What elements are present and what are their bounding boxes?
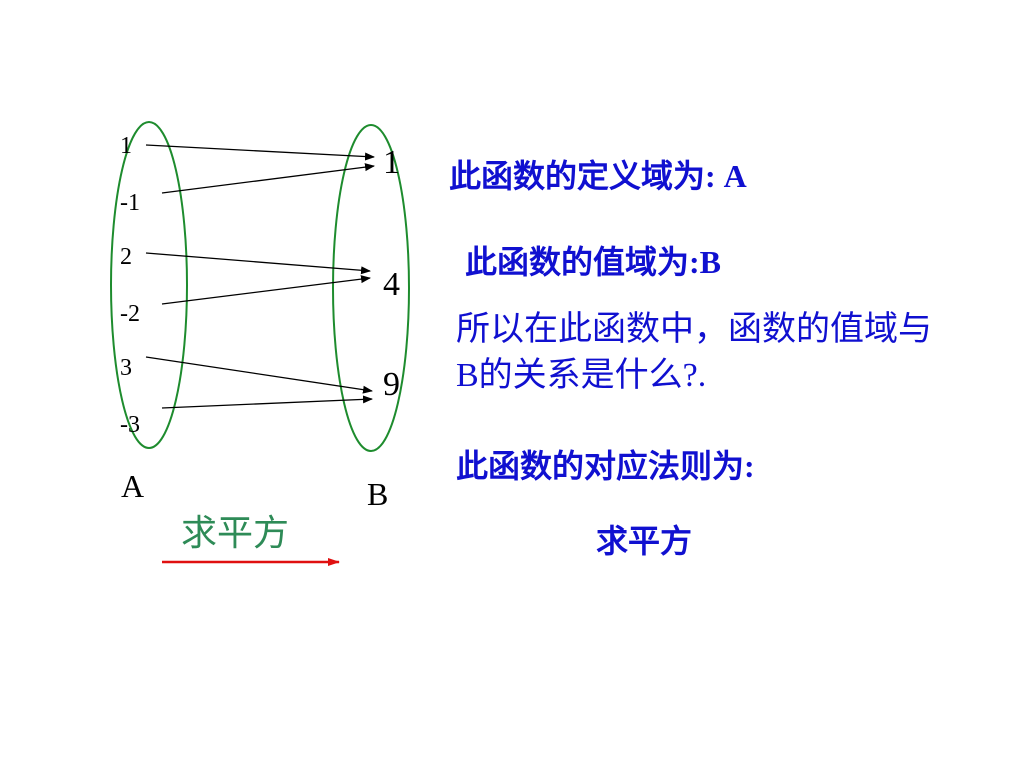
rule-value: 求平方 bbox=[596, 523, 693, 559]
domain-value-neg3: -3 bbox=[120, 412, 140, 438]
range-value-4: 4 bbox=[383, 266, 400, 303]
domain-value-neg1: -1 bbox=[120, 190, 140, 216]
range-value-1: 1 bbox=[383, 144, 400, 181]
map-arrow-neg2-to-4 bbox=[161, 275, 371, 305]
range-statement: 此函数的值域为:B bbox=[465, 244, 722, 280]
domain-value-1: 1 bbox=[120, 133, 132, 159]
mapping-rule-label: 求平方 bbox=[181, 513, 290, 554]
set-b-label: B bbox=[367, 476, 389, 512]
set-a-label: A bbox=[121, 468, 145, 504]
domain-value-2: 2 bbox=[120, 244, 132, 270]
set-b-ellipse bbox=[332, 124, 410, 452]
map-arrow-neg3-to-9 bbox=[161, 395, 373, 409]
domain-value-3: 3 bbox=[120, 355, 132, 381]
map-arrow-1-to-1 bbox=[145, 144, 375, 161]
question-line-1: 所以在此函数中，函数的值域与 bbox=[456, 311, 932, 348]
question-line-2: B的关系是什么?. bbox=[456, 357, 707, 394]
map-arrow-neg1-to-1 bbox=[161, 163, 375, 194]
map-arrow-3-to-9 bbox=[145, 356, 373, 394]
rule-statement: 此函数的对应法则为: bbox=[456, 448, 755, 484]
domain-value-neg2: -2 bbox=[120, 301, 140, 327]
set-a-ellipse bbox=[110, 121, 188, 449]
range-value-9: 9 bbox=[383, 366, 400, 403]
domain-statement: 此函数的定义域为: A bbox=[449, 158, 747, 194]
map-arrow-2-to-4 bbox=[145, 252, 371, 275]
